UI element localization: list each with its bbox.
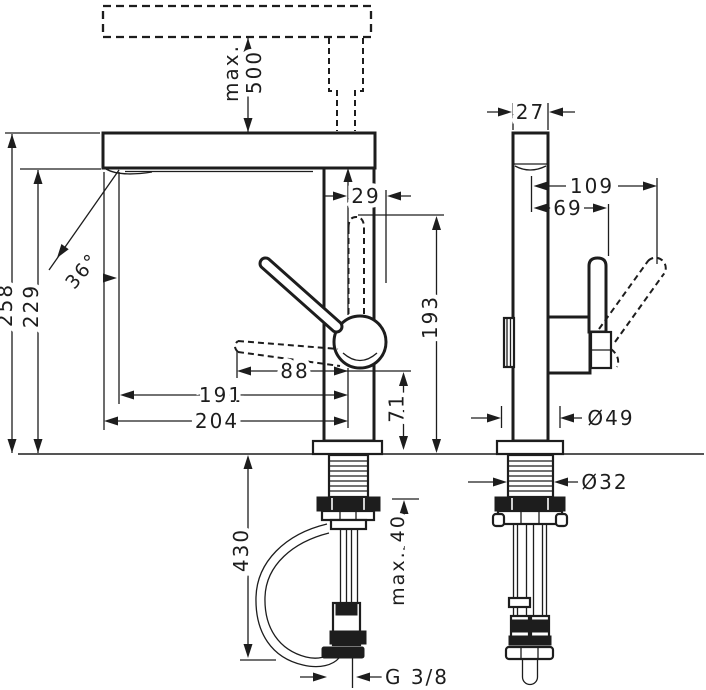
dim-71: 71 (380, 372, 413, 450)
pullout-spray-dashed-right (354, 38, 364, 131)
handle-lever (258, 256, 344, 334)
lever-up-position-dashed (347, 215, 365, 316)
dim-label-max: max. (219, 44, 243, 102)
dim-label-max40: max. 40 (387, 514, 409, 606)
side-supply-hoses (507, 524, 548, 616)
base-escutcheon (311, 439, 384, 456)
dim-27: 27 (487, 96, 575, 130)
aerator-outline (105, 168, 153, 175)
dim-label-88: 88 (280, 359, 309, 383)
side-handle-housing (546, 315, 592, 375)
handle-pivot-knob (332, 314, 388, 370)
pullout-spray-dashed-left (328, 38, 338, 131)
side-pull-rod (521, 659, 539, 686)
dim-label-204: 204 (195, 409, 239, 433)
mounting-nut (316, 496, 381, 531)
dim-label-27: 27 (516, 100, 545, 124)
dim-label-36deg: 36° (61, 249, 103, 294)
supply-tubes (339, 529, 359, 603)
dim-29: 29 (323, 180, 411, 283)
side-body-column (511, 131, 550, 443)
dim-193: 193 (358, 214, 447, 453)
dim-36-degrees: 36° (48, 169, 120, 430)
dim-label-258: 258 (0, 283, 17, 327)
side-hose-connectors (504, 614, 555, 686)
dim-label-229: 229 (19, 284, 43, 328)
hose-connector (321, 601, 367, 659)
dim-191: 191 (120, 379, 348, 412)
knob-shading-arc (342, 352, 378, 362)
dim-dia-32: Ø32 (468, 466, 631, 499)
dim-g38: G 3/8 (300, 658, 452, 690)
dim-label-109: 109 (570, 174, 614, 198)
side-spout-collar (502, 316, 516, 369)
front-view (101, 4, 388, 668)
dim-max-40: max. 40 (383, 498, 419, 610)
shank-threads (330, 460, 367, 492)
dim-dia-49: Ø49 (471, 402, 637, 435)
flexible-hose-loop (255, 523, 340, 668)
dim-430: 430 (225, 455, 276, 661)
dim-max-500: max. 500 (215, 38, 271, 132)
dim-229: 229 (15, 170, 48, 453)
dim-label-69: 69 (553, 196, 582, 220)
faucet-body-column (322, 166, 376, 443)
dim-label-dia49: Ø49 (587, 406, 634, 430)
dim-label-29: 29 (351, 184, 380, 208)
side-shank-threads (509, 460, 552, 492)
side-view (491, 131, 667, 686)
side-lever-rotated-dashed (598, 256, 667, 368)
side-handle-lever (587, 256, 608, 334)
pullout-range-dashed-box (101, 4, 373, 131)
axis-arrow-up (343, 168, 353, 182)
dim-label-430: 430 (229, 528, 253, 572)
dim-258: 258 (0, 132, 101, 453)
lever-down-position-dashed (234, 340, 341, 367)
dim-label-193: 193 (418, 295, 442, 339)
g38-hose-nut (321, 646, 365, 659)
side-base-escutcheon (495, 439, 565, 456)
side-mounting-nut (491, 496, 569, 528)
collar-contour-lines (506, 319, 512, 366)
dim-204: 204 (104, 368, 349, 438)
dim-88: 88 (236, 352, 411, 388)
side-aerator-arc (514, 165, 547, 171)
dim-109: 109 (530, 170, 658, 264)
dim-69: 69 (533, 192, 610, 256)
dim-label-191: 191 (199, 383, 243, 407)
handle-assembly (234, 168, 388, 370)
dim-label-71: 71 (385, 393, 409, 422)
dim-label-dia32: Ø32 (581, 470, 628, 494)
dim-label-500: 500 (242, 50, 266, 94)
faucet-spout (101, 131, 377, 170)
dim-label-g38: G 3/8 (385, 665, 449, 689)
